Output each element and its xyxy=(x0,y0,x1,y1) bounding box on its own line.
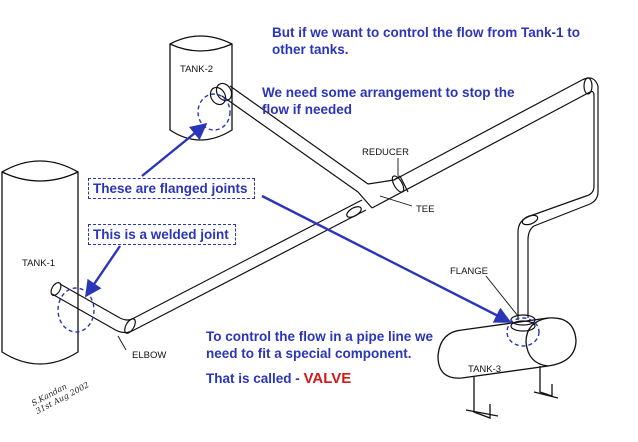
heading-line-1: But if we want to control the flow from … xyxy=(272,25,580,40)
pipe-network xyxy=(50,77,599,334)
heading-line-2: other tanks. xyxy=(272,42,349,57)
heading-annotation: But if we want to control the flow from … xyxy=(272,24,580,58)
control-line-2: need to fit a special component. xyxy=(206,346,412,361)
elbow-label: ELBOW xyxy=(132,350,167,361)
elbow-leader xyxy=(117,335,127,351)
tank-3-label: TANK-3 xyxy=(468,364,502,375)
control-flow-annotation: To control the flow in a pipe line we ne… xyxy=(206,328,433,362)
flange-label: FLANGE xyxy=(450,266,489,277)
annotation-arrows xyxy=(85,122,512,324)
tee-label: TEE xyxy=(416,204,435,215)
control-line-1: To control the flow in a pipe line we xyxy=(206,329,434,344)
valve-statement: That is called - VALVE xyxy=(206,370,351,387)
tank-3 xyxy=(437,317,577,419)
stop-line-2: flow if needed xyxy=(262,102,353,117)
arrow-to-tank-3-flange xyxy=(261,194,512,324)
stop-line-1: We need some arrangement to stop the xyxy=(262,85,515,100)
welded-joint-callout: This is a welded joint xyxy=(88,224,236,245)
tank-1 xyxy=(1,160,79,365)
reducer-label: REDUCER xyxy=(362,147,409,158)
tee-leader xyxy=(379,195,413,207)
valve-word: VALVE xyxy=(303,370,352,387)
tank-3-flange-highlight xyxy=(506,317,540,347)
arrow-to-tank-2-flange xyxy=(141,122,208,177)
tank-2-flange-highlight xyxy=(197,93,231,131)
tank-1-label: TANK-1 xyxy=(22,258,56,269)
tank-2 xyxy=(169,35,233,141)
joint-highlights xyxy=(57,93,540,347)
called-prefix: That is called - xyxy=(206,371,304,386)
tank-2-label: TANK-2 xyxy=(180,64,214,75)
flange-leader xyxy=(485,275,519,317)
flanged-joints-callout: These are flanged joints xyxy=(88,178,255,199)
arrow-to-weld xyxy=(85,245,121,298)
tank-1-weld-highlight xyxy=(57,287,95,333)
stop-flow-annotation: We need some arrangement to stop the flo… xyxy=(262,84,515,118)
label-leaders xyxy=(117,158,519,351)
